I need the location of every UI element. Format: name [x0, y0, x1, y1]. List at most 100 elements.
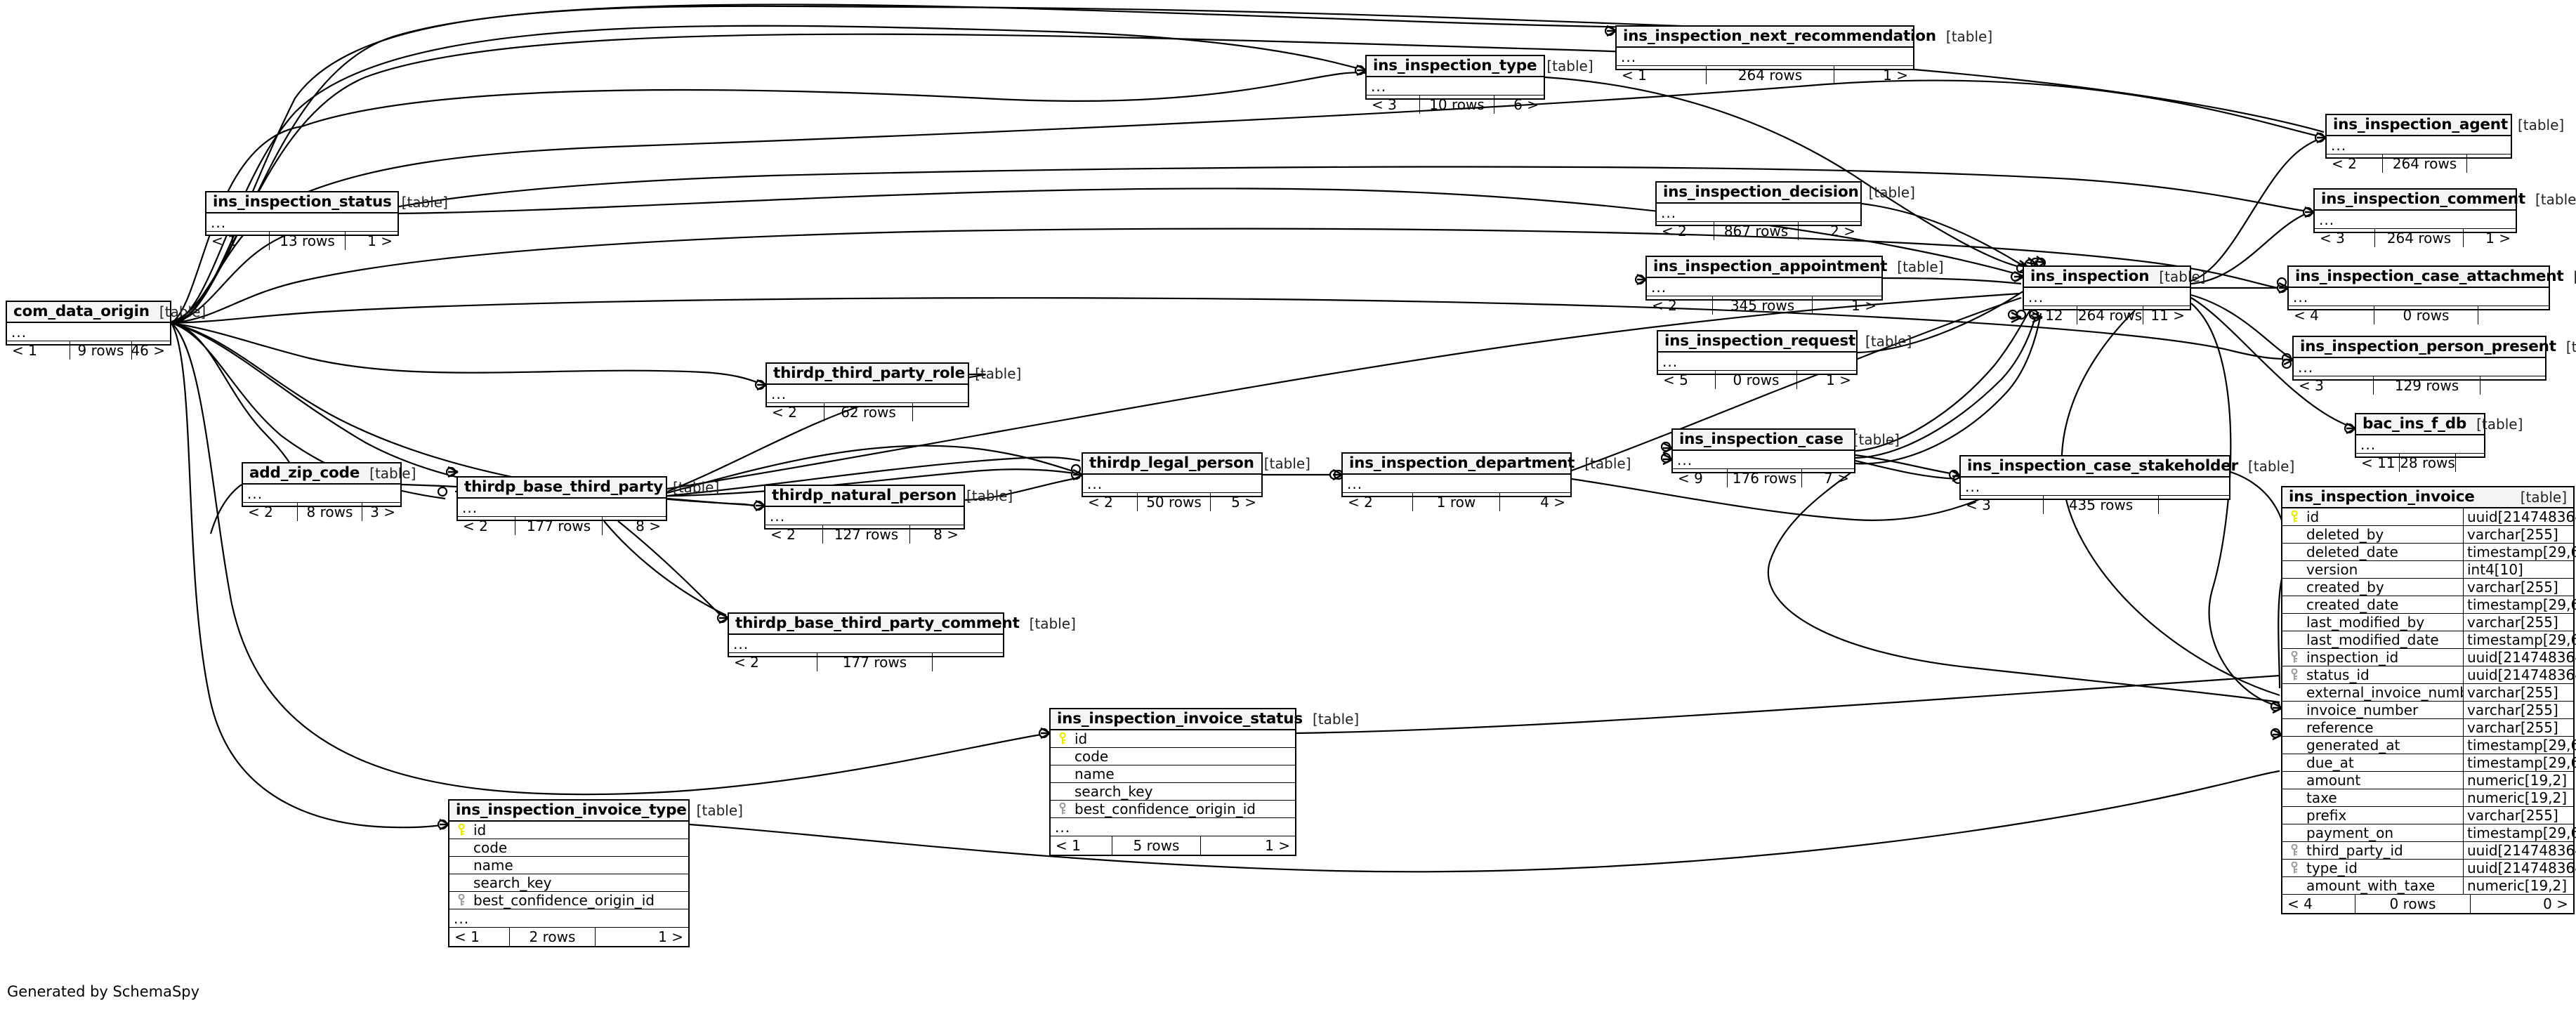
column-name: deleted_by [2306, 526, 2384, 543]
column-row[interactable]: id [449, 822, 688, 839]
column-row[interactable]: name [1051, 765, 1295, 783]
columns-collapsed-indicator[interactable]: ... [2294, 358, 2545, 376]
column-type: uuid[2147483647] [2467, 860, 2576, 876]
columns-collapsed-indicator[interactable]: ... [243, 485, 400, 503]
columns-collapsed-indicator[interactable]: ... [1647, 278, 1881, 296]
footer-row-count: 0 rows [2374, 306, 2478, 324]
columns-collapsed-indicator[interactable]: ... [729, 635, 1003, 653]
columns-collapsed-indicator[interactable]: ... [2024, 288, 2190, 306]
columns-collapsed-indicator[interactable]: ... [7, 323, 170, 341]
columns-collapsed-indicator[interactable]: ... [1673, 451, 1854, 469]
columns-collapsed-indicator[interactable]: ... [767, 385, 968, 403]
footer-left-count: < 1 [1617, 66, 1707, 84]
footer-row-count: 127 rows [823, 525, 910, 544]
columns-collapsed-indicator[interactable]: ... [458, 499, 666, 517]
columns-collapsed-indicator[interactable]: ... [1343, 475, 1570, 493]
column-row[interactable]: best_confidence_origin_id [1051, 801, 1295, 818]
table-name: thirdp_base_third_party_comment [735, 614, 1020, 632]
table-type-tag: [table] [1584, 454, 1631, 472]
table-node-thirdp_base_third_party_comment[interactable]: thirdp_base_third_party_comment[table]..… [728, 612, 1076, 671]
table-name: ins_inspection_invoice_status [1057, 709, 1303, 728]
columns-collapsed-indicator[interactable]: ... [449, 909, 688, 928]
table-node-ins_inspection_next_recommendation[interactable]: ins_inspection_next_recommendation[table… [1615, 25, 1992, 84]
columns-collapsed-indicator[interactable]: ... [1367, 77, 1544, 96]
columns-collapsed-indicator[interactable]: ... [2327, 136, 2511, 155]
columns-collapsed-indicator[interactable]: ... [1083, 475, 1261, 493]
columns-collapsed-indicator[interactable]: ... [1657, 204, 1860, 222]
footer-row-count: 177 rows [817, 653, 933, 671]
column-row[interactable]: search_key [1051, 783, 1295, 801]
columns-collapsed-indicator[interactable]: ... [1961, 478, 2229, 496]
column-row[interactable]: search_key [449, 874, 688, 892]
column-row[interactable]: code [449, 839, 688, 857]
column-row[interactable]: id [1051, 730, 1295, 748]
column-type: varchar[255] [2467, 702, 2558, 718]
column-name-cell: amount [2282, 772, 2464, 789]
column-row[interactable]: name [449, 857, 688, 874]
columns-collapsed-indicator[interactable]: ... [1051, 818, 1295, 836]
table-header: add_zip_code[table] [243, 464, 416, 485]
column-row[interactable]: code [1051, 748, 1295, 765]
table-node-ins_inspection_case_stakeholder[interactable]: ins_inspection_case_stakeholder[table]..… [1959, 455, 2294, 514]
footer-right-count: 8 > [933, 526, 959, 543]
columns-collapsed-indicator[interactable]: ... [1617, 48, 1913, 66]
columns-collapsed-indicator[interactable]: ... [2315, 211, 2516, 229]
column-row[interactable]: best_confidence_origin_id [449, 892, 688, 909]
column-name: search_key [1075, 783, 1153, 800]
columns-collapsed-indicator[interactable]: ... [765, 507, 964, 525]
table-header: ins_inspection[table] [2024, 267, 2206, 288]
columns-collapsed-indicator[interactable]: ... [206, 213, 397, 232]
footer-left-count: < 4 [2289, 306, 2374, 324]
column-type: timestamp[29,6] [2467, 824, 2576, 841]
columns-collapsed-indicator[interactable]: ... [2356, 435, 2484, 454]
table-node-ins_inspection_person_present[interactable]: ins_inspection_person_present[table]...<… [2292, 336, 2576, 395]
table-node-ins_inspection_case_attachment[interactable]: ins_inspection_case_attachment[table]...… [2287, 265, 2576, 324]
columns-collapsed-indicator[interactable]: ... [1658, 353, 1856, 371]
columns-collapsed-indicator[interactable]: ... [2289, 288, 2549, 306]
